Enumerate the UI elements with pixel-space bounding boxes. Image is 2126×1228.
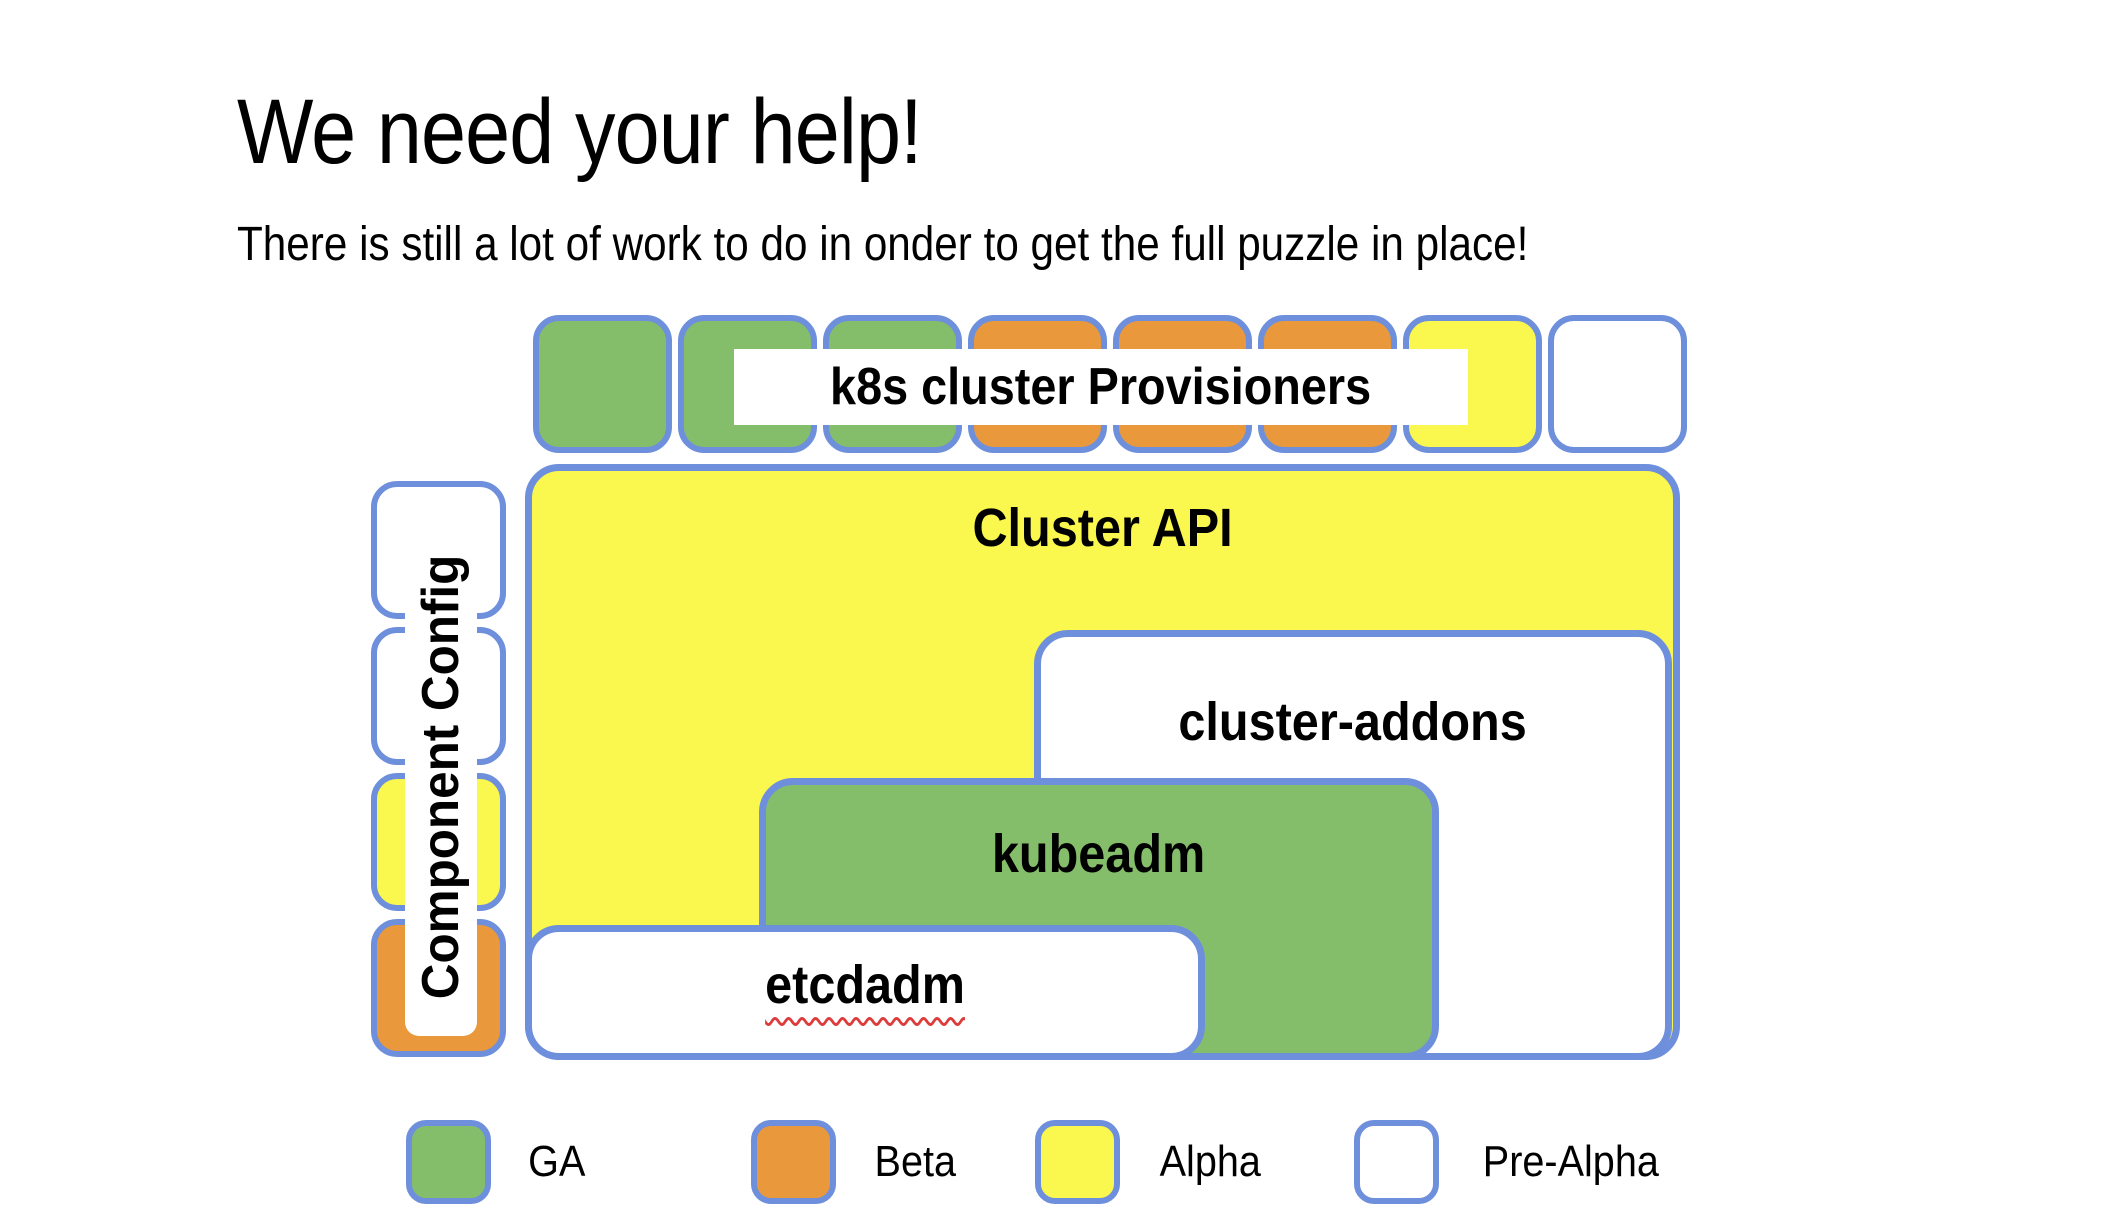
puzzle-piece-provisioner-8	[1548, 315, 1687, 453]
legend-item-alpha: Alpha	[1035, 1120, 1267, 1204]
legend-label-beta: Beta	[874, 1137, 956, 1186]
cluster-api-label: Cluster API	[972, 498, 1233, 558]
legend-label-pre-alpha: Pre-Alpha	[1482, 1137, 1659, 1186]
legend-swatch-alpha	[1035, 1120, 1120, 1204]
legend-swatch-ga	[406, 1120, 491, 1204]
legend-label-alpha: Alpha	[1159, 1137, 1261, 1186]
legend-swatch-pre-alpha	[1354, 1120, 1439, 1204]
legend-label-ga: GA	[528, 1137, 586, 1186]
legend-swatch-beta	[751, 1120, 836, 1204]
etcdadm-box: etcdadm	[525, 925, 1205, 1060]
provisioners-label: k8s cluster Provisioners	[734, 349, 1468, 425]
page-title: We need your help!	[237, 80, 1015, 186]
etcdadm-label-misspelled-text: etcdadm	[765, 955, 965, 1015]
component-config-label: Component Config	[405, 518, 477, 1036]
legend-item-pre-alpha: Pre-Alpha	[1354, 1120, 1669, 1204]
legend-item-ga: GA	[406, 1120, 589, 1204]
cluster-addons-label: cluster-addons	[1178, 692, 1528, 752]
kubeadm-label: kubeadm	[992, 824, 1206, 884]
subtitle-text: There is still a lot of work to do in on…	[237, 218, 1529, 271]
puzzle-piece-provisioner-1	[533, 315, 672, 453]
etcdadm-label: etcdadm	[532, 955, 1198, 1015]
page-title-text: We need your help!	[237, 80, 923, 183]
legend-item-beta: Beta	[751, 1120, 961, 1204]
subtitle: There is still a lot of work to do in on…	[237, 216, 1704, 274]
